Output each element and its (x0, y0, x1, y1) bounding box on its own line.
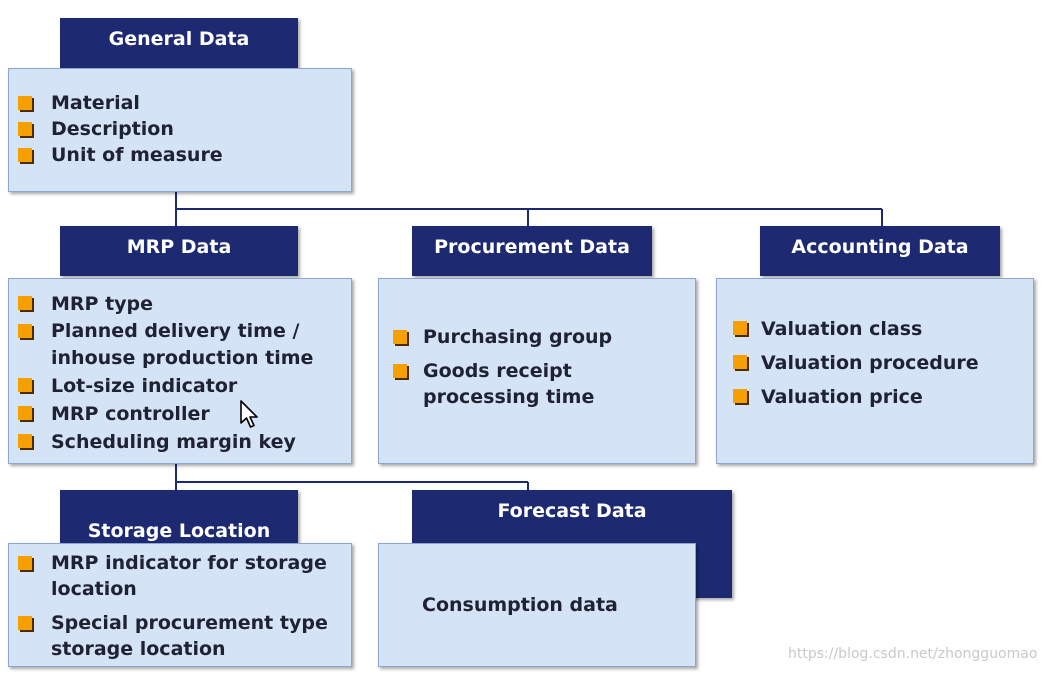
list-item: Valuation class (717, 312, 1033, 346)
general-data-box: Material Description Unit of measure (8, 68, 352, 192)
bullet-icon (18, 378, 32, 392)
list-item: Purchasing group (379, 324, 695, 350)
bullet-icon (393, 364, 407, 378)
accounting-data-header: Accounting Data (760, 226, 1000, 276)
forecast-data-title: Forecast Data (497, 500, 647, 522)
bullet-icon (18, 296, 32, 310)
general-data-title: General Data (108, 28, 250, 50)
bullet-icon (18, 96, 32, 110)
list-item: MRP controller (9, 400, 351, 428)
accounting-data-box: Valuation class Valuation procedure Valu… (716, 278, 1034, 464)
list-item: Special procurement type storage locatio… (9, 610, 351, 662)
storage-location-data-box: MRP indicator for storage location Speci… (8, 543, 352, 667)
bullet-icon (18, 556, 32, 570)
list-item: Scheduling margin key (9, 428, 351, 456)
procurement-data-title: Procurement Data (434, 236, 630, 258)
general-data-header: General Data (60, 18, 298, 68)
procurement-data-box: Purchasing group Goods receipt processin… (378, 278, 696, 464)
bullet-icon (18, 434, 32, 448)
list-item: Lot-size indicator (9, 372, 351, 400)
list-item: Goods receipt processing time (379, 358, 695, 410)
mrp-data-title: MRP Data (126, 236, 232, 258)
bullet-icon (18, 324, 32, 338)
consumption-data-label: Consumption data (422, 594, 618, 616)
bullet-icon (393, 330, 407, 344)
procurement-data-header: Procurement Data (412, 226, 652, 276)
forecast-data-box: Consumption data (378, 543, 696, 667)
list-item: Description (9, 116, 351, 142)
bullet-icon (18, 616, 32, 630)
watermark: https://blog.csdn.net/zhongguomao (788, 646, 1038, 662)
bullet-icon (733, 321, 747, 335)
list-item: Planned delivery time / inhouse producti… (9, 318, 351, 372)
mrp-data-header: MRP Data (60, 226, 298, 276)
bullet-icon (18, 148, 32, 162)
list-item: Unit of measure (9, 142, 351, 168)
bullet-icon (18, 122, 32, 136)
list-item: Valuation procedure (717, 346, 1033, 380)
list-item: Valuation price (717, 380, 1033, 414)
bullet-icon (18, 406, 32, 420)
bullet-icon (733, 355, 747, 369)
accounting-data-title: Accounting Data (791, 236, 969, 258)
storage-location-data-header: Storage Location Data (60, 490, 298, 566)
list-item: MRP type (9, 290, 351, 318)
mrp-data-box: MRP type Planned delivery time / inhouse… (8, 278, 352, 464)
list-item: MRP indicator for storage location (9, 550, 351, 602)
bullet-icon (733, 389, 747, 403)
list-item: Material (9, 90, 351, 116)
mouse-pointer-icon (240, 400, 258, 428)
